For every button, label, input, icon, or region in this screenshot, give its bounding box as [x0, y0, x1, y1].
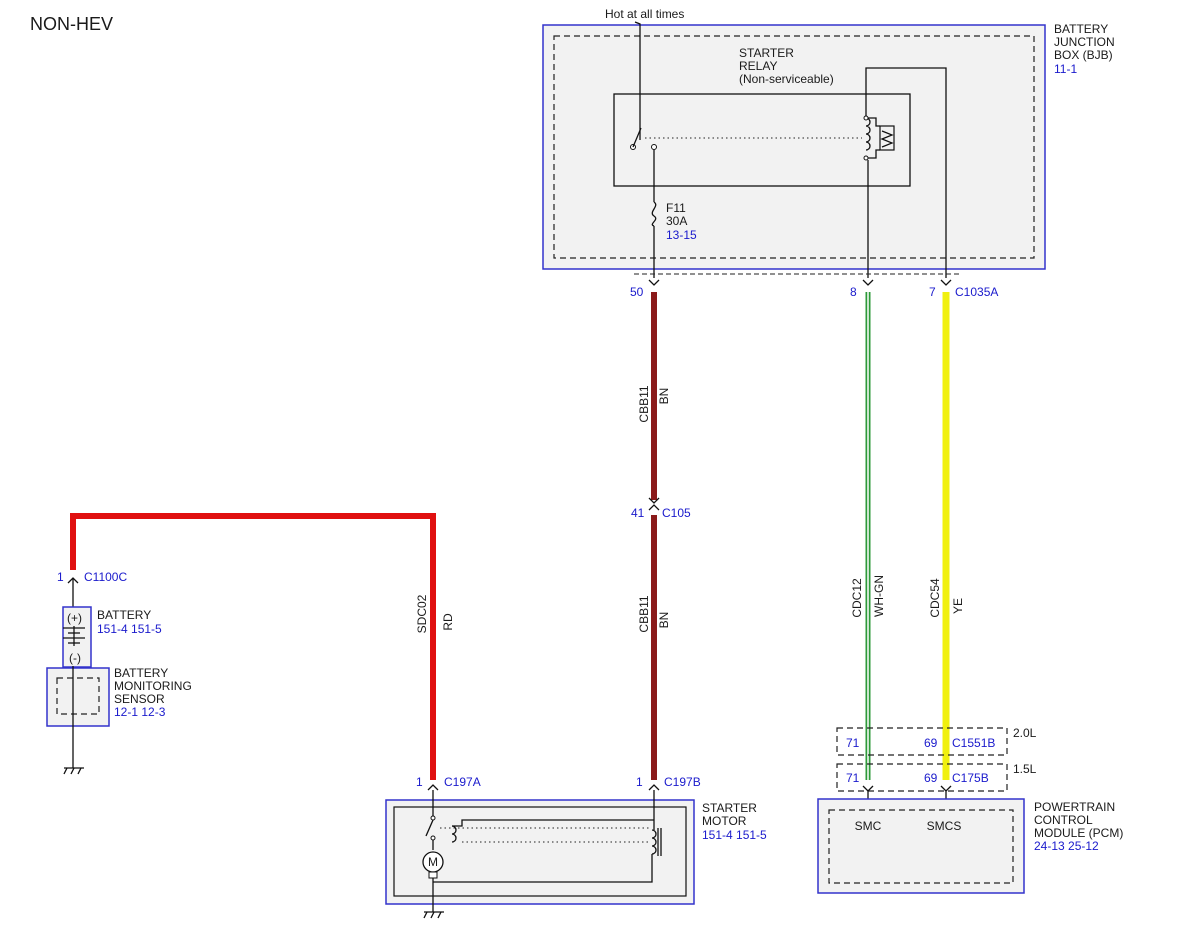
bms-name-2: MONITORING: [114, 679, 192, 693]
fuse-name: F11: [666, 201, 686, 215]
c197b-label[interactable]: C197B: [664, 775, 701, 789]
fuse-f11-icon: [651, 201, 657, 227]
c175b-connector: [836, 763, 1008, 792]
ground-icon-battery: [63, 767, 84, 775]
starter-motor-refs[interactable]: 151-4 151-5: [702, 828, 767, 842]
c197b-arrow: [648, 784, 660, 791]
pin-50-arrow: [648, 279, 660, 286]
pin-8-arrow: [862, 279, 874, 286]
c197a-arrow: [427, 784, 439, 791]
battery-minus: (-): [69, 651, 81, 665]
relay-name-3: (Non-serviceable): [739, 72, 834, 86]
bjb-ref[interactable]: 11-1: [1054, 62, 1077, 76]
c1100c-label[interactable]: C1100C: [84, 570, 127, 584]
bms-name-3: SENSOR: [114, 692, 165, 706]
fuse-rating: 30A: [666, 214, 687, 228]
solenoid-switch-arm: [425, 819, 434, 837]
hot-feed-wire: [634, 21, 641, 140]
wire-cdc54-color: YE: [951, 598, 965, 614]
c197a-label[interactable]: C197A: [444, 775, 481, 789]
fuse-ref[interactable]: 13-15: [666, 228, 697, 242]
hold-in-coil-icon: [451, 825, 457, 843]
c105-pin: 41: [631, 506, 645, 520]
relay-switch-arm: [632, 127, 642, 148]
c1551b-connector: [836, 727, 1008, 756]
pcm-name-2: CONTROL: [1034, 813, 1093, 827]
pin-7-arrow: [940, 279, 952, 286]
c175b-label[interactable]: C175B: [952, 771, 989, 785]
relay-name-1: STARTER: [739, 46, 794, 60]
pcm-pin-smc: SMC: [855, 819, 882, 833]
wire-cbb11-lower-color: BN: [657, 612, 671, 629]
starter-motor-name-1: STARTER: [702, 801, 757, 815]
wire-cbb11-lower-circuit: CBB11: [637, 595, 651, 632]
page-title: NON-HEV: [30, 14, 113, 34]
c1551b-label[interactable]: C1551B: [952, 736, 995, 750]
pin-50-label: 50: [630, 285, 644, 299]
motor-symbol: M: [428, 855, 438, 869]
wire-cdc12-circuit: CDC12: [850, 578, 864, 618]
c1551b-pin-69: 69: [924, 736, 938, 750]
battery-box: [62, 606, 92, 668]
c197a-pin: 1: [416, 775, 423, 789]
bjb-name-1: BATTERY: [1054, 22, 1108, 36]
c1035a-label[interactable]: C1035A: [955, 285, 998, 299]
c197b-pin: 1: [636, 775, 643, 789]
wire-sdc02-color: RD: [441, 613, 455, 631]
relay-name-2: RELAY: [739, 59, 777, 73]
c105-arrow-in: [648, 497, 660, 504]
pcm-name-1: POWERTRAIN: [1034, 800, 1115, 814]
pin-7-label: 7: [929, 285, 936, 299]
ground-icon-starter: [423, 911, 444, 919]
wire-cbb11-upper-circuit: CBB11: [637, 385, 651, 422]
battery-icon: [63, 626, 85, 646]
bjb-inner-outline: [553, 35, 1035, 259]
c175b-engine: 1.5L: [1013, 762, 1037, 776]
c1100c-pin: 1: [57, 570, 64, 584]
c105-arrow-out: [648, 504, 660, 511]
battery-junction-box: [542, 24, 1046, 270]
c105-label[interactable]: C105: [662, 506, 691, 520]
pull-in-coil-icon: [651, 829, 657, 855]
pin-8-label: 8: [850, 285, 857, 299]
battery-plus: (+): [67, 611, 82, 625]
pcm-refs[interactable]: 24-13 25-12: [1034, 839, 1099, 853]
relay-resistor-zigzag: [880, 130, 894, 148]
starter-relay-box: [613, 93, 911, 187]
wire-cbb11-upper-color: BN: [657, 388, 671, 405]
pcm-smc-arrow: [862, 785, 874, 792]
pcm-pin-smcs: SMCS: [927, 819, 962, 833]
bms-name-1: BATTERY: [114, 666, 168, 680]
coil-feed-wire: [865, 67, 947, 278]
pcm-name-3: MODULE (PCM): [1034, 826, 1123, 840]
wire-cdc54-circuit: CDC54: [928, 578, 942, 618]
relay-diode-resistor-icon: [879, 125, 895, 151]
c175b-pin-71: 71: [846, 771, 860, 785]
bjb-name-3: BOX (BJB): [1054, 48, 1113, 62]
bjb-name-2: JUNCTION: [1054, 35, 1115, 49]
starter-motor-name-2: MOTOR: [702, 814, 747, 828]
c1551b-pin-71: 71: [846, 736, 860, 750]
c1551b-engine: 2.0L: [1013, 726, 1037, 740]
c175b-pin-69: 69: [924, 771, 938, 785]
wire-sdc02-circuit: SDC02: [415, 594, 429, 633]
battery-monitoring-sensor-box: [46, 667, 110, 727]
wire-sdc02[interactable]: [70, 513, 436, 780]
battery-refs[interactable]: 151-4 151-5: [97, 622, 162, 636]
battery-name: BATTERY: [97, 608, 151, 622]
hot-at-all-times-label: Hot at all times: [605, 7, 684, 21]
pcm-smcs-arrow: [940, 785, 952, 792]
relay-coil-icon: [865, 117, 871, 151]
relay-contact-out: [651, 144, 657, 150]
bms-refs[interactable]: 12-1 12-3: [114, 705, 166, 719]
pcm-box: [817, 798, 1025, 894]
wire-cdc12-color: WH-GN: [872, 575, 886, 617]
starter-motor-box: [385, 799, 695, 905]
